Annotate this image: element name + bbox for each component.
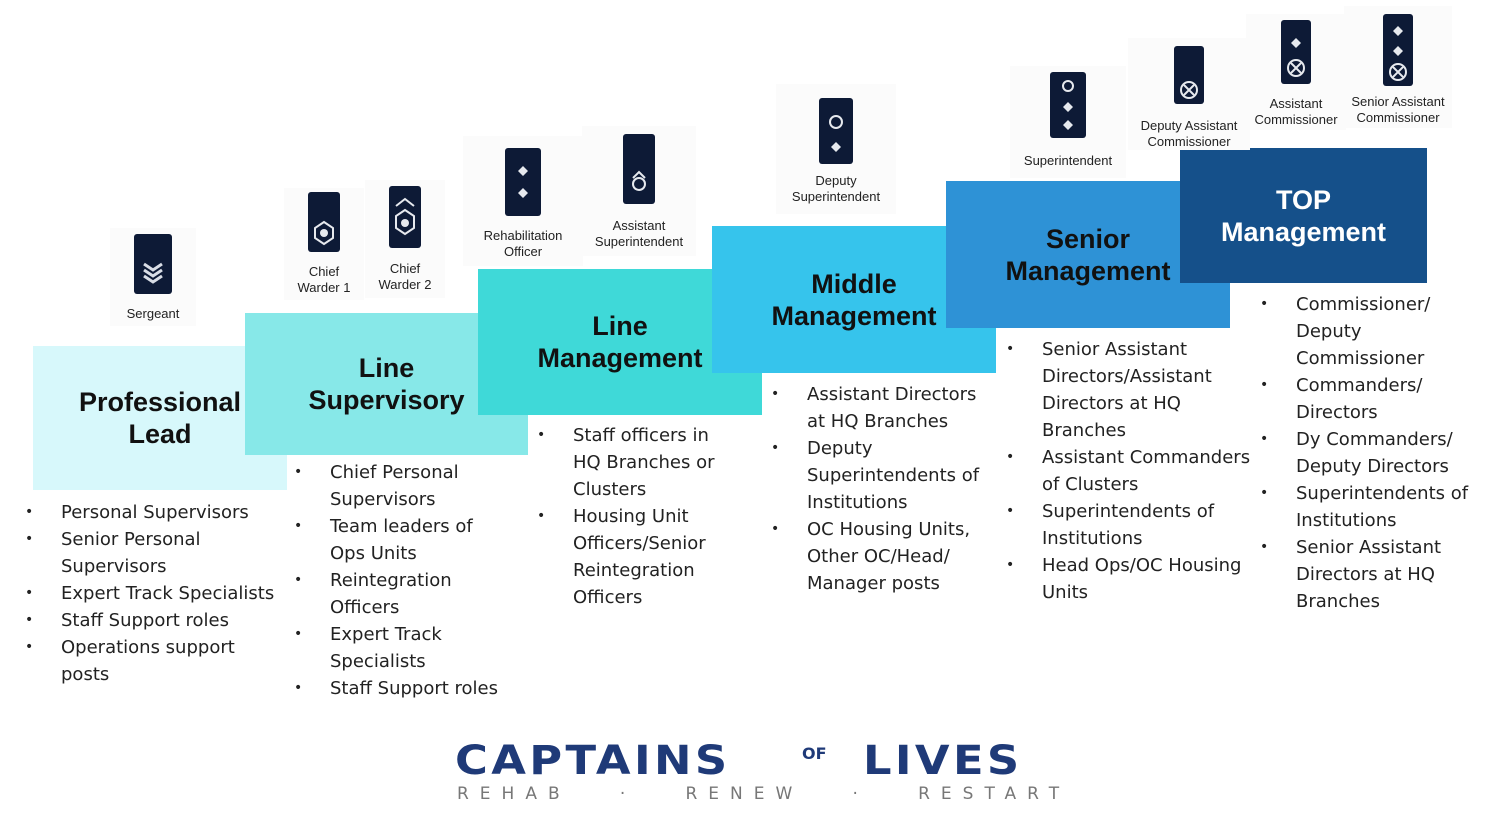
list-item: Senior Personal Supervisors xyxy=(25,526,285,580)
rank-label: Chief Warder 2 xyxy=(378,261,432,292)
list-item: Deputy Superintendents of Institutions xyxy=(771,435,991,516)
rank-label: Superintendent xyxy=(1023,153,1113,168)
chevron-rank-icon xyxy=(134,234,172,294)
list-item: Staff officers in HQ Branches or Cluster… xyxy=(537,422,747,503)
rank-label: Assistant Commissioner xyxy=(1254,96,1338,127)
crossed-batons-rank-icon xyxy=(1174,46,1204,104)
list-item: Personal Supervisors xyxy=(25,499,285,526)
list-item: Chief Personal Supervisors xyxy=(294,459,514,513)
pip-batons-rank-icon xyxy=(1281,20,1311,84)
list-item: Superintendents of Institutions xyxy=(1260,480,1490,534)
rank-badge: Rehabilitation Officer xyxy=(463,136,583,266)
level-title: Senior Management xyxy=(1005,223,1171,286)
list-item: Expert Track Specialists xyxy=(294,621,514,675)
rank-label: Deputy Superintendent xyxy=(791,173,881,204)
rank-badge: Sergeant xyxy=(110,228,196,326)
list-item: Senior Assistant Directors/Assistant Dir… xyxy=(1006,336,1256,444)
list-item: Head Ops/OC Housing Units xyxy=(1006,552,1256,606)
rank-label: Senior Assistant Commissioner xyxy=(1351,94,1445,125)
roles-line-supervisory: Chief Personal Supervisors Team leaders … xyxy=(294,459,514,702)
list-item: Senior Assistant Directors at HQ Branche… xyxy=(1260,534,1490,615)
level-title: Middle Management xyxy=(771,268,937,331)
rank-badge: Chief Warder 1 xyxy=(284,188,364,300)
level-title: Line Supervisory xyxy=(308,353,465,415)
level-title: TOP Management xyxy=(1220,184,1387,247)
rank-label: Assistant Superintendent xyxy=(594,218,684,249)
rank-badge: Assistant Superintendent xyxy=(582,126,696,256)
rank-label: Rehabilitation Officer xyxy=(483,228,563,259)
rank-label: Chief Warder 1 xyxy=(297,264,351,295)
roles-line-management: Staff officers in HQ Branches or Cluster… xyxy=(537,422,747,611)
logo-captains: CAPTAINS xyxy=(455,738,731,784)
logo-of: OF xyxy=(802,744,827,763)
level-title: Line Management xyxy=(537,311,703,373)
roles-professional-lead: Personal Supervisors Senior Personal Sup… xyxy=(25,499,285,688)
roles-senior-management: Senior Assistant Directors/Assistant Dir… xyxy=(1006,336,1256,606)
rank-badge: Senior Assistant Commissioner xyxy=(1344,6,1452,128)
list-item: Expert Track Specialists xyxy=(25,580,285,607)
list-item: Assistant Commanders of Clusters xyxy=(1006,444,1256,498)
level-top-management: TOP Management xyxy=(1180,148,1427,283)
list-item: Commanders/ Directors xyxy=(1260,372,1490,426)
roles-top-management: Commissioner/ Deputy Commissioner Comman… xyxy=(1260,291,1490,615)
list-item: Team leaders of Ops Units xyxy=(294,513,514,567)
list-item: Assistant Directors at HQ Branches xyxy=(771,381,991,435)
crest-chevron-rank-icon xyxy=(389,186,421,248)
rank-label: Sergeant xyxy=(126,306,180,321)
list-item: Staff Support roles xyxy=(25,607,285,634)
rank-badge: Chief Warder 2 xyxy=(365,180,445,298)
crest-pip-rank-icon xyxy=(819,98,853,164)
crest-two-pips-rank-icon xyxy=(1050,72,1086,138)
list-item: Operations support posts xyxy=(25,634,285,688)
list-item: Staff Support roles xyxy=(294,675,514,702)
rank-badge: Assistant Commissioner xyxy=(1246,14,1346,130)
rank-badge: Deputy Assistant Commissioner xyxy=(1128,38,1250,150)
logo-tagline: REHAB · RENEW · RESTART xyxy=(457,784,1071,804)
list-item: Dy Commanders/ Deputy Directors xyxy=(1260,426,1490,480)
list-item: Commissioner/ Deputy Commissioner xyxy=(1260,291,1490,372)
captains-of-lives-logo: CAPTAINS OF LIVES REHAB · RENEW · RESTAR… xyxy=(455,738,1071,808)
list-item: OC Housing Units, Other OC/Head/ Manager… xyxy=(771,516,991,597)
rank-badge: Superintendent xyxy=(1010,66,1126,178)
list-item: Housing Unit Officers/Senior Reintegrati… xyxy=(537,503,747,611)
two-pips-batons-rank-icon xyxy=(1383,14,1413,86)
roles-middle-management: Assistant Directors at HQ Branches Deput… xyxy=(771,381,991,597)
level-title: Professional Lead xyxy=(78,387,242,449)
level-professional-lead: Professional Lead xyxy=(33,346,287,490)
rank-badge: Deputy Superintendent xyxy=(776,84,896,214)
rank-label: Deputy Assistant Commissioner xyxy=(1140,118,1238,149)
list-item: Reintegration Officers xyxy=(294,567,514,621)
crest-rank-icon xyxy=(308,192,340,252)
logo-lives: LIVES xyxy=(863,738,1023,784)
crest-rank-icon xyxy=(623,134,655,204)
list-item: Superintendents of Institutions xyxy=(1006,498,1256,552)
two-pips-rank-icon xyxy=(505,148,541,216)
